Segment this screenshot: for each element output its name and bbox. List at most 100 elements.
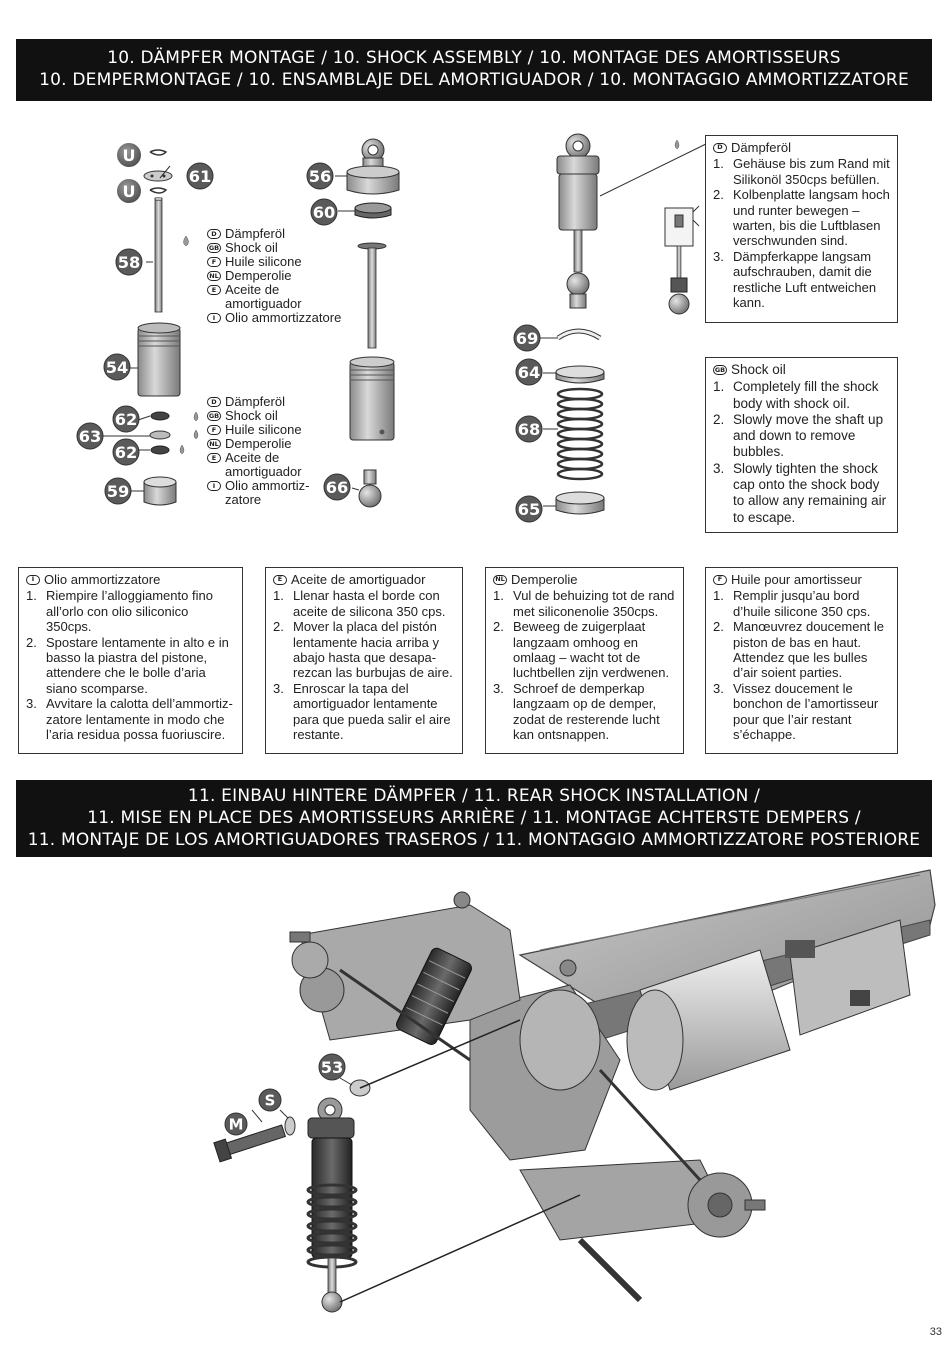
exploded-shock [306, 1097, 358, 1313]
language-badge: NL [207, 271, 221, 281]
installed-shock [396, 947, 472, 1045]
legend-text: Shock oil [225, 408, 278, 423]
step-text: Completely fill the shock body with shoc… [733, 379, 879, 411]
drive-shaft [598, 1068, 702, 1182]
part-tag-p62b: 62 [112, 438, 140, 470]
banner-line: 10. DEMPERMONTAGE / 10. ENSAMBLAJE DEL A… [39, 70, 909, 90]
step-item: 2.Kolbenplatte langsam hoch und runter b… [713, 187, 891, 249]
step-number: 3. [26, 696, 37, 712]
svg-text:56: 56 [309, 167, 332, 186]
instruction-box-it: I Olio ammortizzatore 1.Riempire l’allogg… [18, 567, 243, 754]
part-tag-m: M [224, 1112, 248, 1140]
part-tag-p54: 54 [103, 353, 131, 385]
svg-text:62: 62 [115, 443, 138, 462]
box-title: Olio ammortizzatore [44, 572, 161, 587]
part-tag-p56: 56 [306, 162, 334, 194]
step-text: Kolbenplatte langsam hoch und runter bew… [733, 187, 890, 249]
step-text: Riempire l’alloggiamento fino all’orlo c… [46, 588, 213, 635]
step-item: 3.Schroef de demperkap langzaam op de de… [493, 681, 677, 743]
step-text: Mover la placa del pistón lentamente hac… [293, 619, 453, 681]
language-badge: E [207, 285, 221, 295]
step-number: 1. [713, 379, 725, 395]
svg-text:62: 62 [115, 410, 138, 429]
language-badge: NL [207, 439, 221, 449]
shock-cap-56 [346, 138, 400, 195]
svg-text:64: 64 [518, 363, 541, 382]
part-tag-p53: 53 [318, 1053, 346, 1085]
step-number: 3. [273, 680, 284, 696]
section-10-banner: 10. DÄMPFER MONTAGE / 10. SHOCK ASSEMBLY… [16, 39, 932, 101]
part-tag-p60: 60 [310, 198, 338, 230]
part-tag-s: S [258, 1088, 282, 1116]
instruction-box-gb: GB Shock oil 1. Completely fill the shock … [705, 357, 898, 533]
steps-list: 1.Vul de behuizing tot de rand met silic… [493, 588, 677, 742]
step-item: 1. Completely fill the shock body with sh… [713, 379, 891, 412]
step-item: 1.Llenar hasta el borde con aceite de si… [273, 588, 456, 619]
spring-68 [556, 387, 604, 481]
step-number: 2. [713, 411, 725, 427]
oil-drop-icon [674, 139, 680, 150]
lower-arm [519, 1159, 731, 1303]
legend-text: Shock oil [225, 240, 278, 255]
ball-end-66 [358, 469, 382, 508]
step-text: Vul de behuizing tot de rand met silicon… [513, 588, 675, 619]
oil-drop-icon [193, 429, 199, 440]
clip-u-bottom [149, 187, 168, 194]
language-badge: D [207, 229, 221, 239]
bleeding-inset [664, 205, 700, 315]
part-tag-p64: 64 [515, 358, 543, 390]
svg-text:65: 65 [518, 500, 541, 519]
part-tag-p66: 66 [323, 473, 351, 505]
svg-text:61: 61 [189, 167, 212, 186]
step-text: Gehäuse bis zum Rand mit Silikonöl 350cp… [733, 156, 890, 187]
step-item: 3.Slowly tighten the shock cap onto the … [713, 461, 891, 526]
step-item: 1.Gehäuse bis zum Rand mit Silikonöl 350… [713, 156, 891, 187]
step-item: 1.Vul de behuizing tot de rand met silic… [493, 588, 677, 619]
part-tag-p58: 58 [115, 248, 143, 280]
step-number: 2. [713, 619, 724, 635]
language-badge: GB [207, 243, 221, 253]
part-tag-p69: 69 [513, 324, 541, 356]
svg-text:53: 53 [321, 1058, 344, 1077]
svg-text:U: U [123, 146, 136, 165]
svg-text:54: 54 [106, 358, 129, 377]
part-tag-p61: 61 [186, 162, 214, 194]
legend-text: Dämpferöl [225, 394, 285, 409]
steps-list: 1.Riempire l’alloggiamento fino all’orlo… [26, 588, 236, 742]
electronics-box [785, 919, 911, 1036]
step-item: 3.Avvitare la calotta dell’ammortiz-zato… [26, 696, 236, 742]
step-text: Manœuvrez doucement le piston de bas en … [733, 619, 885, 681]
language-badge: GB [713, 365, 727, 376]
legend-row: GB Shock oil [207, 241, 352, 255]
svg-text:S: S [265, 1091, 276, 1109]
legend-text: Demperolie [225, 436, 292, 451]
step-text: Enroscar la tapa del amortiguador lentam… [293, 680, 451, 743]
language-badge: I [207, 481, 221, 491]
svg-text:69: 69 [516, 329, 539, 348]
svg-text:60: 60 [313, 203, 336, 222]
language-badge: F [207, 425, 221, 435]
page-number: 33 [929, 1326, 942, 1338]
part-tag-p63: 63 [76, 422, 104, 454]
spring-collar-65 [555, 491, 605, 515]
language-badge: E [207, 453, 221, 463]
clip-u-top [149, 149, 168, 156]
shaft-assembly [357, 242, 387, 349]
part-tag-p59: 59 [104, 477, 132, 509]
language-badge: I [26, 574, 40, 585]
step-item: 2.Slowly move the shaft up and down to r… [713, 412, 891, 461]
part-tag-p62a: 62 [112, 405, 140, 437]
step-item: 2.Mover la placa del pistón lentamente h… [273, 619, 456, 681]
step-text: Spostare lentamente in alto e in basso l… [46, 634, 229, 696]
legend-text: Huile silicone [225, 254, 302, 269]
step-text: Schroef de demperkap langzaam op de demp… [513, 680, 660, 743]
box-title: Shock oil [731, 362, 786, 377]
shock-assembly-diagram [102, 133, 711, 515]
